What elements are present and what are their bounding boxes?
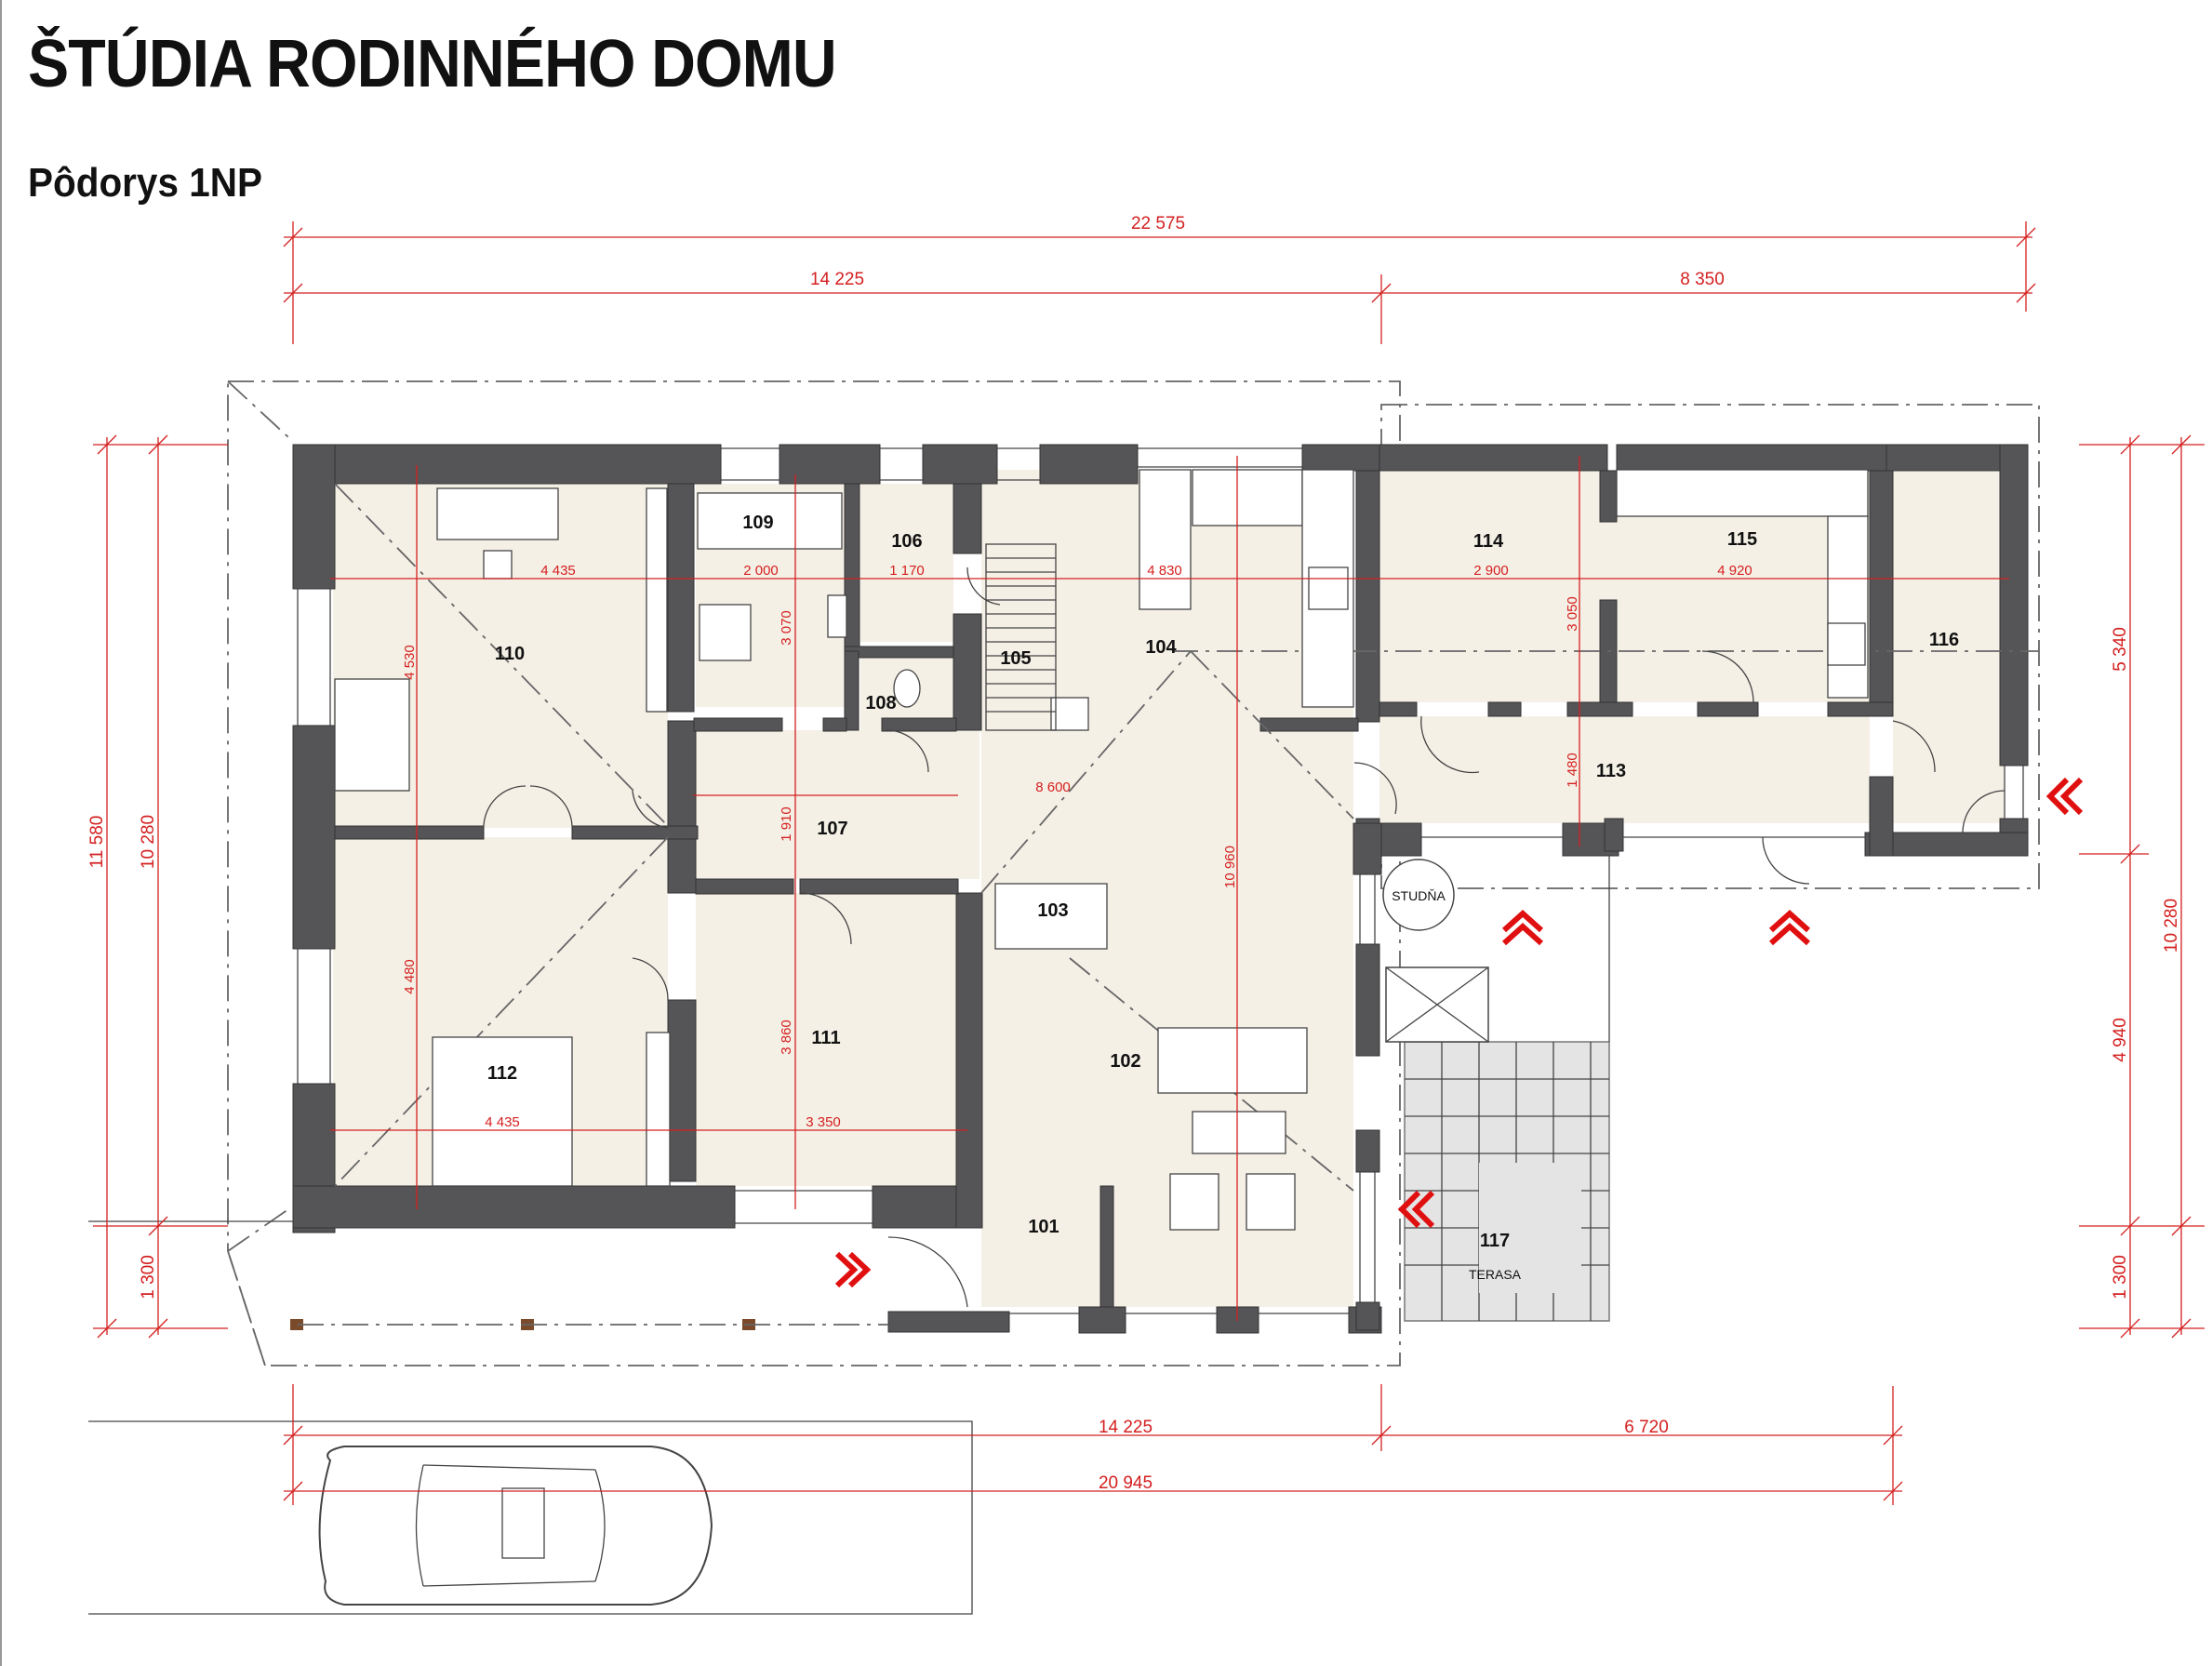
sink — [827, 594, 847, 638]
stove-icon — [1827, 622, 1866, 666]
dim-inner: 1 480 — [1565, 753, 1580, 788]
dim-inner: 3 350 — [806, 1114, 841, 1130]
wardrobe — [646, 1032, 671, 1187]
windows — [297, 447, 2024, 1314]
kitchen-sink — [1192, 469, 1303, 526]
dim-bottom-right: 6 720 — [1624, 1418, 1669, 1437]
dim-bottom-left: 14 225 — [1099, 1418, 1153, 1437]
sofa-bed — [334, 678, 410, 792]
room-102: 102 — [1110, 1051, 1140, 1072]
dim-inner: 10 960 — [1222, 846, 1238, 888]
room-117: 117 — [1480, 1231, 1510, 1251]
drawing-title: ŠTÚDIA RODINNÉHO DOMU — [28, 27, 837, 101]
dim-inner: 4 435 — [485, 1114, 520, 1130]
room-106: 106 — [891, 531, 922, 552]
dim-inner: 2 000 — [743, 563, 779, 579]
room-107: 107 — [817, 819, 847, 839]
chair — [483, 550, 513, 580]
desk — [436, 487, 559, 540]
page-border — [0, 0, 2, 1666]
dim-inner: 2 900 — [1473, 563, 1509, 579]
shower — [699, 604, 752, 661]
counter — [1827, 515, 1869, 699]
entrance-arrow-icon — [1768, 909, 1811, 946]
room-103: 103 — [1037, 900, 1068, 921]
dim-inner: 1 170 — [889, 563, 925, 579]
coffee-table — [1192, 1111, 1286, 1154]
room-109: 109 — [742, 513, 773, 533]
entrance-arrow-icon — [1501, 909, 1544, 946]
entrance-markers — [834, 777, 2084, 1288]
dim-right-outer: 10 280 — [2162, 899, 2181, 953]
dim-inner: 4 530 — [402, 645, 418, 680]
dim-left-bottom: 1 300 — [139, 1255, 158, 1299]
entrance-arrow-icon — [834, 1251, 872, 1288]
room-114: 114 — [1473, 531, 1504, 552]
kitchen-counter — [1139, 469, 1192, 610]
kitchenette — [1616, 469, 1869, 517]
dim-right-mid: 4 940 — [2111, 1018, 2130, 1062]
room-111: 111 — [811, 1028, 840, 1048]
room-105: 105 — [1000, 648, 1031, 669]
dim-inner: 4 920 — [1717, 563, 1752, 579]
dim-right-bottom: 1 300 — [2111, 1255, 2130, 1299]
car-icon — [318, 1446, 713, 1606]
double-bed — [432, 1036, 573, 1187]
well-icon — [1382, 859, 1455, 931]
room-116: 116 — [1929, 630, 1959, 650]
door-swings — [483, 566, 2005, 1308]
dimension-texts: 22 575 14 225 8 350 14 225 6 720 20 945 … — [87, 214, 2181, 1493]
terrace — [1404, 1041, 1610, 1322]
toilet-icon — [893, 669, 921, 708]
dim-inner: 3 860 — [779, 1020, 794, 1055]
furniture — [334, 469, 2005, 1308]
parking — [88, 1220, 973, 1615]
dim-top-right: 8 350 — [1680, 270, 1725, 289]
well-label: STUDŇA — [1392, 888, 1446, 903]
staircase — [985, 543, 1057, 731]
dimension-lines — [93, 221, 2205, 1505]
roof-outline-main — [227, 380, 1401, 1366]
chimney — [1050, 697, 1089, 731]
dim-inner: 3 050 — [1565, 596, 1580, 632]
walls — [292, 444, 2029, 1334]
dim-top-total: 22 575 — [1131, 214, 1185, 233]
dim-inner: 3 070 — [779, 610, 794, 646]
drawing-subtitle: Pôdorys 1NP — [28, 160, 262, 206]
dim-inner: 1 910 — [779, 806, 794, 842]
dim-inner: 4 435 — [540, 563, 576, 579]
dining-table — [994, 883, 1108, 950]
room-101: 101 — [1028, 1217, 1059, 1237]
dim-inner: 4 830 — [1147, 563, 1182, 579]
sofa — [1157, 1027, 1308, 1094]
room-115: 115 — [1727, 529, 1757, 550]
dim-inner: 4 480 — [402, 959, 418, 994]
armchair — [1169, 1173, 1219, 1231]
room-112: 112 — [487, 1063, 517, 1084]
cooktop-icon — [1308, 566, 1349, 610]
entrance-arrow-icon — [1397, 1190, 1435, 1229]
entrance-arrow-icon — [2045, 777, 2084, 816]
terrace-label: TERASA — [1469, 1267, 1522, 1282]
room-113: 113 — [1596, 761, 1626, 781]
dim-left-inner: 10 280 — [139, 815, 158, 869]
armchair — [1246, 1173, 1296, 1231]
room-numbers: 101 102 103 104 105 106 107 108 109 110 … — [487, 513, 1959, 1282]
room-110: 110 — [495, 644, 525, 664]
dim-right-top: 5 340 — [2111, 627, 2130, 672]
room-104: 104 — [1145, 637, 1177, 658]
bathtub — [697, 492, 843, 550]
room-108: 108 — [865, 693, 896, 713]
roof-outline-wing — [1380, 404, 2040, 889]
dim-top-left: 14 225 — [810, 270, 864, 289]
dim-bottom-total: 20 945 — [1099, 1473, 1153, 1493]
wardrobe — [646, 487, 668, 713]
dim-inner: 8 600 — [1035, 780, 1071, 795]
dim-left-outer: 11 580 — [87, 816, 107, 869]
